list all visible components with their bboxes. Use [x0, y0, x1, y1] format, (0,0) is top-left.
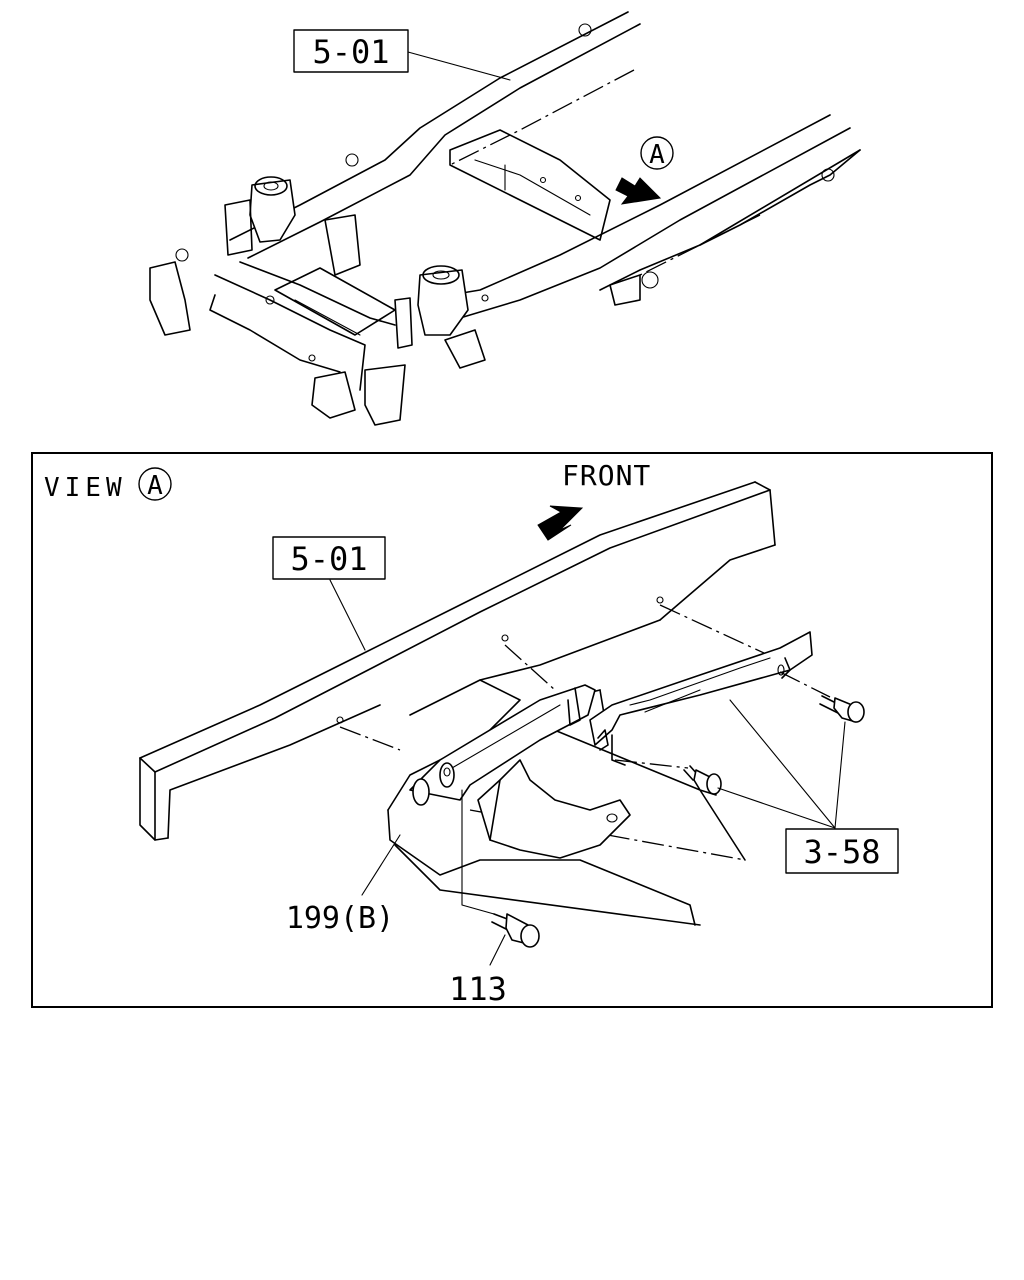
bolt-ref-box — [785, 828, 899, 874]
view-title-marker-label: A — [147, 471, 163, 501]
view-a-panel-border — [31, 452, 993, 1008]
bolt-113 — [491, 913, 540, 948]
bottom-bolt-ref-label: 113 — [449, 970, 507, 1008]
bracket-199b — [409, 684, 631, 859]
bolt-ref-leader-2 — [834, 721, 846, 829]
bolt-middle — [683, 765, 722, 796]
frame-ref-leader — [329, 579, 366, 651]
top-view-marker-label: A — [649, 140, 665, 170]
bracket-ref-leader — [361, 834, 401, 896]
view-title-word: VIEW — [44, 473, 127, 503]
top-view-marker-circle — [640, 136, 674, 170]
top-frame-ref-label: 5-01 — [312, 33, 389, 71]
bottom-bolt-ref-leader — [489, 934, 506, 966]
bolt-113-vertical-leader — [461, 789, 495, 915]
frame-ref-box — [272, 536, 386, 580]
bolt-ref-label: 3-58 — [803, 833, 880, 871]
bolt-alignment-line-1 — [779, 671, 831, 698]
top-frame-leader — [407, 51, 511, 81]
frame-ref-label: 5-01 — [290, 540, 367, 578]
front-direction-arrow — [537, 505, 584, 541]
bolt-alignment-line-2 — [614, 759, 689, 769]
bolt-upper-right — [819, 695, 865, 723]
bracket-3-58 — [589, 631, 813, 766]
chassis-frame-overview — [149, 11, 861, 426]
view-title-marker-circle — [138, 467, 172, 501]
top-frame-ref-box — [293, 29, 409, 73]
bolt-ref-leader-3 — [717, 787, 836, 829]
bracket-ref-label: 199(B) — [286, 901, 394, 936]
bolt-ref-leader-1 — [729, 699, 836, 829]
front-label: FRONT — [562, 459, 651, 492]
